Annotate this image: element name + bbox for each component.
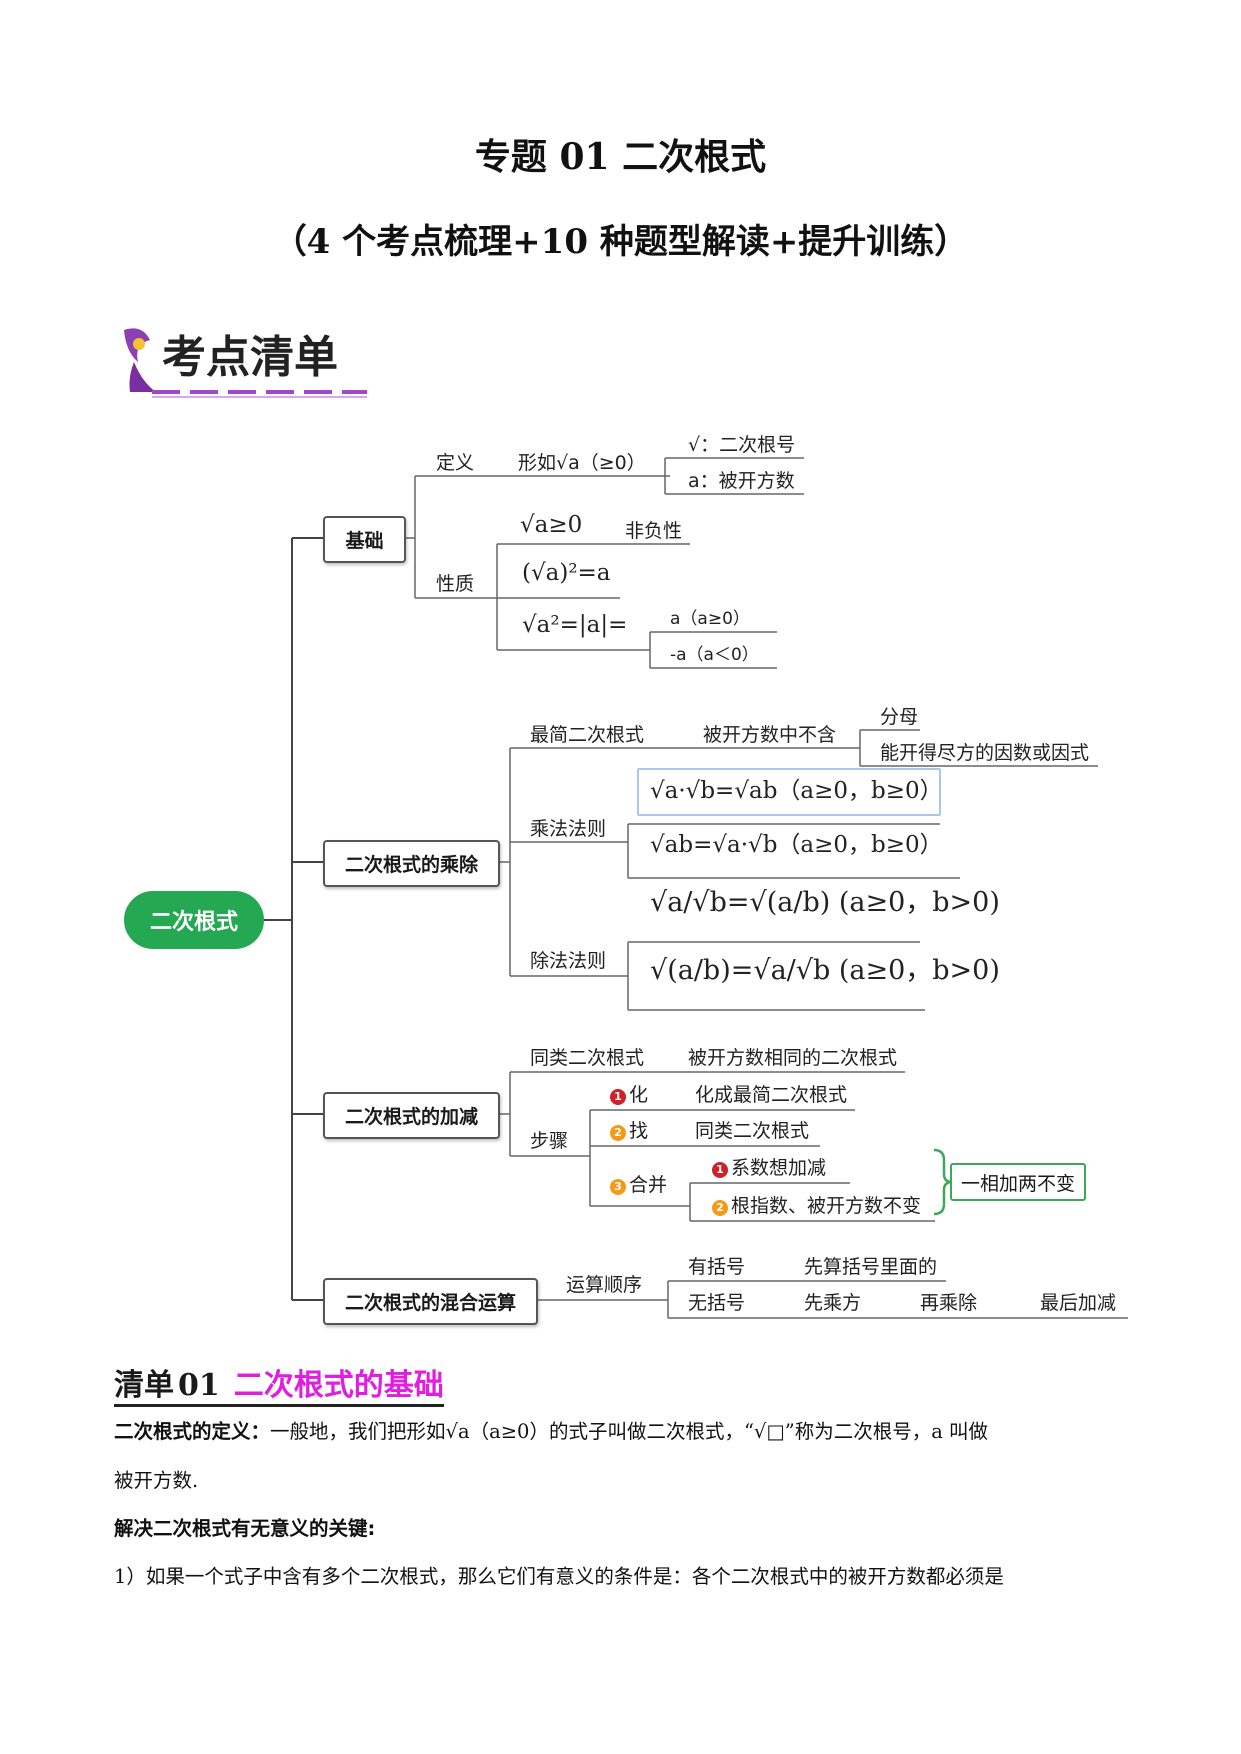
step-2-desc: 同类二次根式: [695, 1120, 810, 1142]
number-3-icon: 3: [610, 1179, 626, 1195]
wizard-logo-icon: 考点清单: [124, 328, 367, 398]
node-basics: 基础: [323, 516, 406, 563]
highlight-box: [637, 768, 941, 816]
conclusion-box: 一相加两不变: [950, 1163, 1086, 1201]
denominator-text: 分母: [880, 706, 919, 728]
definition-paragraph-cont: 被开方数.: [114, 1469, 199, 1492]
root-node: 二次根式: [124, 891, 264, 949]
similar-radicals-def: 被开方数相同的二次根式: [688, 1047, 898, 1069]
no-paren-label: 无括号: [688, 1292, 746, 1314]
div-formula-1: √a/√b=√(a/b) (a≥0，b>0): [650, 887, 1000, 918]
mult-formula-1: √a·√b=√ab（a≥0，b≥0）: [650, 778, 943, 804]
number-1-icon: 1: [712, 1162, 728, 1178]
node-addsub: 二次根式的加减: [323, 1092, 500, 1139]
formula-square-of-root: (√a)²=a: [522, 560, 611, 586]
steps-label: 步骤: [530, 1130, 569, 1152]
simplest-radical-label: 最简二次根式: [530, 724, 645, 746]
step-then: 再乘除: [920, 1292, 978, 1314]
formula-root-of-square: √a²=|a|=: [522, 612, 628, 638]
number-2-icon: 2: [712, 1200, 728, 1216]
definition-label: 定义: [436, 452, 475, 474]
number-1-icon: 1: [610, 1089, 626, 1105]
with-paren-desc: 先算括号里面的: [804, 1256, 938, 1278]
factor-text: 能开得尽方的因数或因式: [880, 742, 1090, 764]
with-paren-label: 有括号: [688, 1256, 746, 1278]
case-negative: -a（a＜0）: [670, 645, 759, 665]
formula-nonneg: √a≥0: [520, 512, 583, 538]
property-label: 性质: [436, 573, 475, 595]
page-title: 专题 01 二次根式: [474, 136, 767, 178]
key-points-logo: 考点清单: [112, 322, 374, 400]
node-muldiv: 二次根式的乘除: [323, 840, 500, 887]
multiplication-rule-label: 乘法法则: [530, 818, 607, 840]
point-1: 1）如果一个式子中含有多个二次根式，那么它们有意义的条件是：各个二次根式中的被开…: [114, 1565, 1004, 1588]
mult-formula-2: √ab=√a·√b（a≥0，b≥0）: [650, 832, 943, 858]
form-text: 形如√a（≥0）: [518, 452, 646, 474]
page-subtitle: （4 个考点梳理+10 种题型解读+提升训练）: [272, 222, 969, 262]
similar-radicals-label: 同类二次根式: [530, 1047, 645, 1069]
radicand-text: a：被开方数: [688, 470, 795, 492]
step-last: 最后加减: [1040, 1292, 1117, 1314]
order-label: 运算顺序: [566, 1274, 643, 1296]
case-positive: a（a≥0）: [670, 609, 750, 629]
number-2-icon: 2: [610, 1125, 626, 1141]
division-rule-label: 除法法则: [530, 950, 607, 972]
non-negativity-text: 非负性: [625, 520, 683, 542]
step-first: 先乘方: [804, 1292, 862, 1314]
div-formula-2: √(a/b)=√a/√b (a≥0，b>0): [650, 955, 1000, 986]
radical-sign-text: √：二次根号: [688, 434, 796, 456]
logo-text: 考点清单: [162, 332, 338, 383]
key-heading: 解决二次根式有无意义的关键:: [114, 1517, 376, 1540]
step-1-desc: 化成最简二次根式: [695, 1084, 848, 1106]
not-contain-text: 被开方数中不含: [703, 724, 837, 746]
node-mixed: 二次根式的混合运算: [323, 1278, 538, 1325]
definition-paragraph: 二次根式的定义：一般地，我们把形如√a（a≥0）的式子叫做二次根式，“√□”称为…: [114, 1420, 989, 1443]
